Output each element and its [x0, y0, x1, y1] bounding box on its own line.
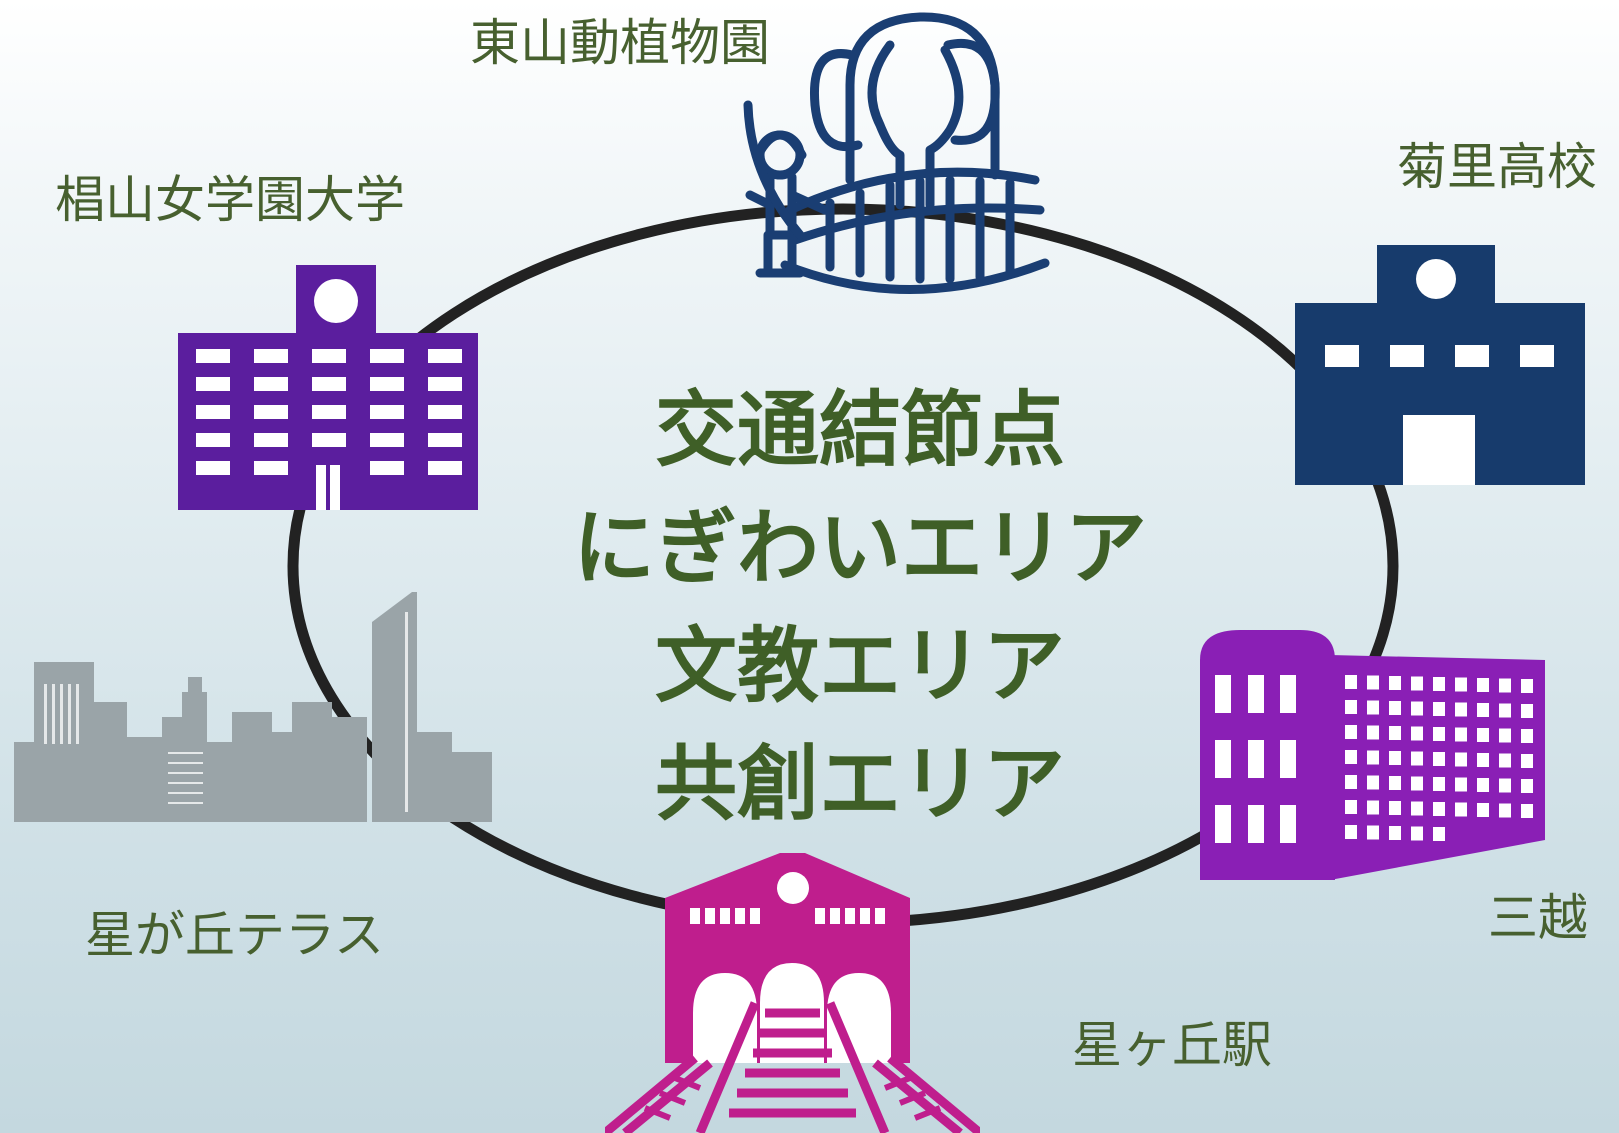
university-building-icon — [178, 265, 493, 510]
label-mitsukoshi: 三越 — [1488, 889, 1588, 947]
label-kikuzato-highschool: 菊里高校 — [1397, 138, 1597, 196]
concept-education-area: 文教エリア — [654, 619, 1065, 714]
area-concepts: 交通結節点 にぎわいエリア 文教エリア 共創エリア — [560, 372, 1160, 844]
label-sugiyama-university: 椙山女学園大学 — [55, 171, 405, 229]
concept-co-creation-area: 共創エリア — [654, 737, 1065, 832]
school-building-icon — [1295, 245, 1585, 485]
label-hoshigaoka-station: 星ヶ丘駅 — [1072, 1016, 1272, 1074]
label-higashiyama-zoo: 東山動植物園 — [470, 14, 770, 72]
label-hoshigaoka-terrace: 星が丘テラス — [85, 906, 384, 964]
elephant-zoo-icon — [740, 5, 1090, 305]
department-store-icon — [1200, 630, 1555, 880]
city-skyline-icon — [12, 592, 497, 822]
train-station-icon — [605, 853, 980, 1133]
concept-transport-hub: 交通結節点 — [654, 383, 1065, 478]
concept-bustling-area: にぎわいエリア — [572, 501, 1147, 596]
